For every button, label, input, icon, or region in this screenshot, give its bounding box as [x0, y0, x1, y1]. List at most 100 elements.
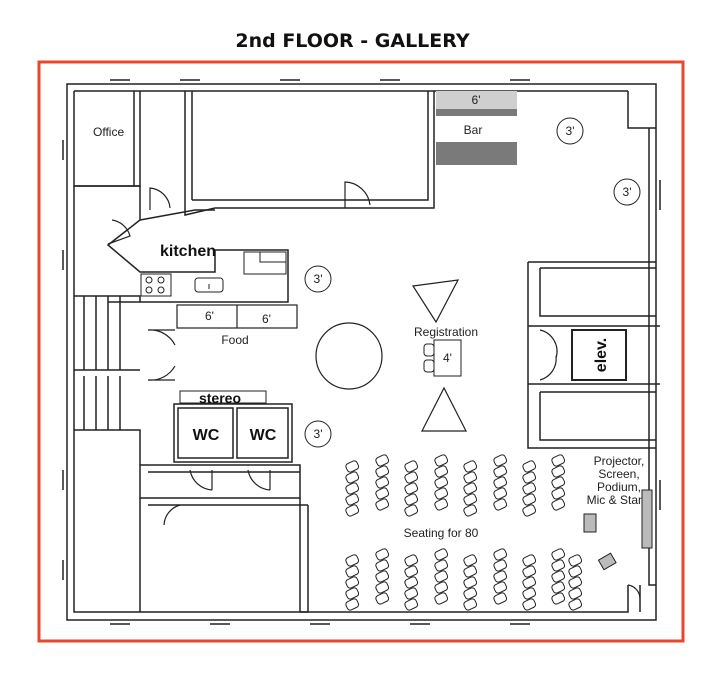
seat — [375, 581, 390, 594]
bar-size-label: 6' — [472, 93, 481, 107]
seat — [551, 476, 566, 489]
seat — [434, 570, 449, 583]
mic-stand — [597, 552, 617, 571]
door-swings — [107, 181, 641, 599]
seat — [345, 460, 360, 473]
seat — [434, 476, 449, 489]
round-table-3: 3' — [304, 265, 332, 293]
seat — [463, 482, 478, 495]
seat — [568, 576, 583, 589]
window-ticks — [62, 79, 661, 625]
seat — [493, 454, 508, 467]
screen — [641, 489, 653, 549]
wc-left-label: WC — [193, 427, 220, 444]
podium — [583, 513, 597, 533]
seat — [345, 565, 360, 578]
seat — [345, 504, 360, 517]
walls — [66, 83, 660, 621]
food-table-right-label: 6' — [262, 312, 271, 326]
svg-text:3': 3' — [623, 185, 632, 199]
seat — [345, 576, 360, 589]
seat — [463, 460, 478, 473]
svg-text:3': 3' — [566, 124, 575, 138]
page-title: 2nd FLOOR - GALLERY — [235, 30, 470, 52]
seat — [404, 587, 419, 600]
svg-text:3': 3' — [314, 272, 323, 286]
seat — [463, 565, 478, 578]
registration-label: Registration — [414, 325, 478, 339]
seat — [551, 592, 566, 605]
seat — [404, 504, 419, 517]
seat — [522, 576, 537, 589]
seat — [404, 471, 419, 484]
seat — [375, 570, 390, 583]
seat — [463, 598, 478, 611]
kitchen-sink — [194, 277, 224, 293]
bar-top-light — [436, 91, 517, 109]
seat — [434, 454, 449, 467]
elevator-box — [571, 329, 627, 381]
seat — [493, 592, 508, 605]
registration-table — [423, 339, 462, 377]
seat — [404, 554, 419, 567]
food-table-left-label: 6' — [205, 309, 214, 323]
seat — [345, 482, 360, 495]
seat — [434, 581, 449, 594]
seat — [493, 570, 508, 583]
seat — [404, 493, 419, 506]
seat — [551, 465, 566, 478]
wc-rooms — [173, 403, 293, 463]
seat — [375, 592, 390, 605]
seat — [551, 548, 566, 561]
seating-label: Seating for 80 — [404, 526, 479, 540]
seat — [551, 581, 566, 594]
round-table-1: 3' — [556, 117, 584, 145]
seat — [568, 598, 583, 611]
stove — [140, 273, 172, 297]
seat — [404, 576, 419, 589]
seat — [493, 487, 508, 500]
bar-counter — [436, 142, 517, 165]
seat — [375, 548, 390, 561]
seat — [522, 493, 537, 506]
seat — [375, 487, 390, 500]
seat — [522, 482, 537, 495]
seat — [345, 493, 360, 506]
seat — [463, 493, 478, 506]
round-table-2: 3' — [613, 178, 641, 206]
registration-sign-top — [411, 279, 460, 324]
seat — [551, 498, 566, 511]
seat — [522, 554, 537, 567]
registration-sign-bottom — [421, 386, 467, 432]
projector-label-line4: Mic & Stand — [587, 493, 652, 507]
seat — [551, 454, 566, 467]
seat — [375, 559, 390, 572]
seat — [551, 559, 566, 572]
round-table-4: 3' — [304, 420, 332, 448]
stereo-label: stereo — [199, 390, 241, 406]
projector-label-line3: Podium, — [597, 480, 641, 494]
seat — [493, 581, 508, 594]
fridge — [243, 251, 287, 275]
seat — [522, 504, 537, 517]
bar-top-dark — [436, 109, 517, 116]
seat — [404, 460, 419, 473]
seat — [522, 598, 537, 611]
food-label: Food — [221, 333, 248, 347]
seat — [463, 471, 478, 484]
kitchen-label: kitchen — [160, 243, 216, 260]
projector-label-line2: Screen, — [598, 467, 639, 481]
seat — [493, 559, 508, 572]
seat — [375, 454, 390, 467]
registration-table-label: 4' — [443, 351, 452, 365]
seat — [463, 587, 478, 600]
seat — [434, 465, 449, 478]
seat — [404, 482, 419, 495]
wc-right-label: WC — [250, 427, 277, 444]
projector-label-line1: Projector, — [594, 454, 645, 468]
bar-label: Bar — [464, 123, 483, 137]
seat — [375, 498, 390, 511]
seat — [434, 487, 449, 500]
plan-frame — [37, 60, 685, 643]
